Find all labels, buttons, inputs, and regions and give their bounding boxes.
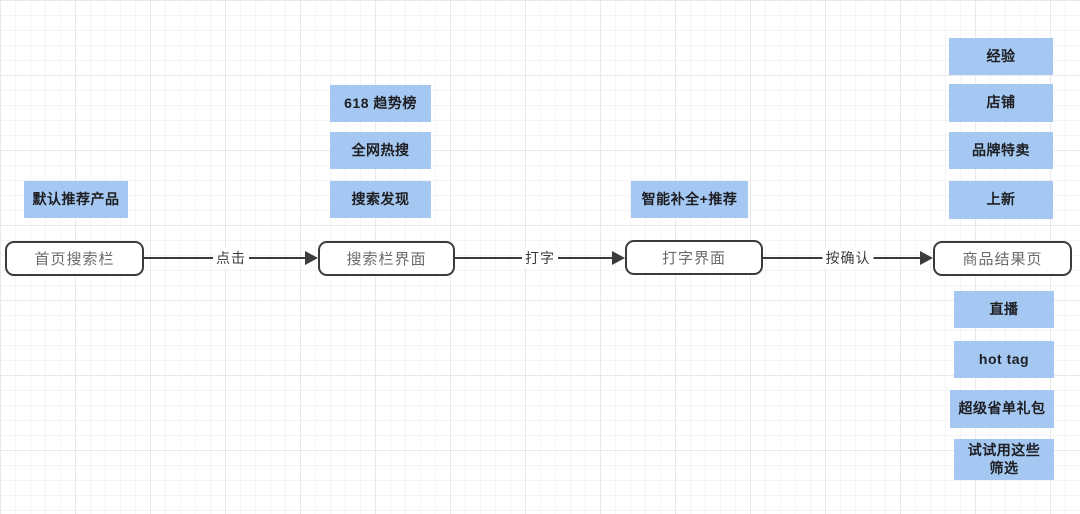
- tag-label: 搜索发现: [351, 190, 410, 207]
- tag-label: 超级省单礼包: [958, 400, 1046, 417]
- tag-618-trend[interactable]: 618 趋势榜: [330, 85, 431, 122]
- tag-new-arrival[interactable]: 上新: [949, 181, 1053, 219]
- edge-type[interactable]: 打字: [455, 247, 625, 269]
- tag-label: 上新: [986, 191, 1016, 208]
- node-search-bar-screen[interactable]: 搜索栏界面: [318, 241, 455, 276]
- edge-confirm[interactable]: 按确认: [763, 247, 933, 269]
- tag-search-discover[interactable]: 搜索发现: [330, 181, 431, 218]
- tag-label: 默认推荐产品: [32, 190, 120, 207]
- tag-live[interactable]: 直播: [954, 291, 1054, 328]
- tag-label: 经验: [986, 47, 1016, 64]
- tag-experience[interactable]: 经验: [949, 38, 1053, 75]
- arrowhead-icon: [612, 251, 625, 265]
- arrowhead-icon: [305, 251, 318, 265]
- node-typing-screen[interactable]: 打字界面: [625, 240, 763, 275]
- tag-label-line1: 试试用这些: [967, 442, 1041, 458]
- tag-default-recommend[interactable]: 默认推荐产品: [24, 181, 128, 218]
- tag-label: 店铺: [986, 94, 1016, 111]
- edge-click[interactable]: 点击: [144, 247, 318, 269]
- node-label: 搜索栏界面: [346, 251, 427, 268]
- tag-shop[interactable]: 店铺: [949, 84, 1053, 122]
- node-label: 首页搜索栏: [34, 251, 115, 268]
- tag-label: 智能补全+推荐: [641, 190, 738, 207]
- arrowhead-icon: [920, 251, 933, 265]
- tag-hot-tag[interactable]: hot tag: [954, 341, 1054, 378]
- tag-super-save-pack[interactable]: 超级省单礼包: [950, 390, 1054, 428]
- tag-label-line2: 筛选: [989, 459, 1019, 476]
- tag-hot-search[interactable]: 全网热搜: [330, 132, 431, 169]
- tag-label: 品牌特卖: [972, 141, 1030, 158]
- edge-label-confirm: 按确认: [822, 248, 874, 268]
- tag-brand-sale[interactable]: 品牌特卖: [949, 132, 1053, 169]
- tag-label: 全网热搜: [351, 141, 410, 158]
- tag-smart-complete[interactable]: 智能补全+推荐: [631, 181, 748, 218]
- node-label: 商品结果页: [962, 251, 1043, 268]
- edge-label-click: 点击: [213, 248, 249, 268]
- tag-try-filters[interactable]: 试试用这些 筛选: [954, 439, 1054, 480]
- node-home-search-bar[interactable]: 首页搜索栏: [5, 241, 144, 276]
- node-product-results-page[interactable]: 商品结果页: [933, 241, 1072, 276]
- tag-label: hot tag: [978, 350, 1030, 367]
- tag-label: 618 趋势榜: [344, 94, 417, 111]
- tag-label: 直播: [989, 300, 1019, 317]
- edge-label-type: 打字: [522, 248, 558, 268]
- node-label: 打字界面: [661, 250, 726, 267]
